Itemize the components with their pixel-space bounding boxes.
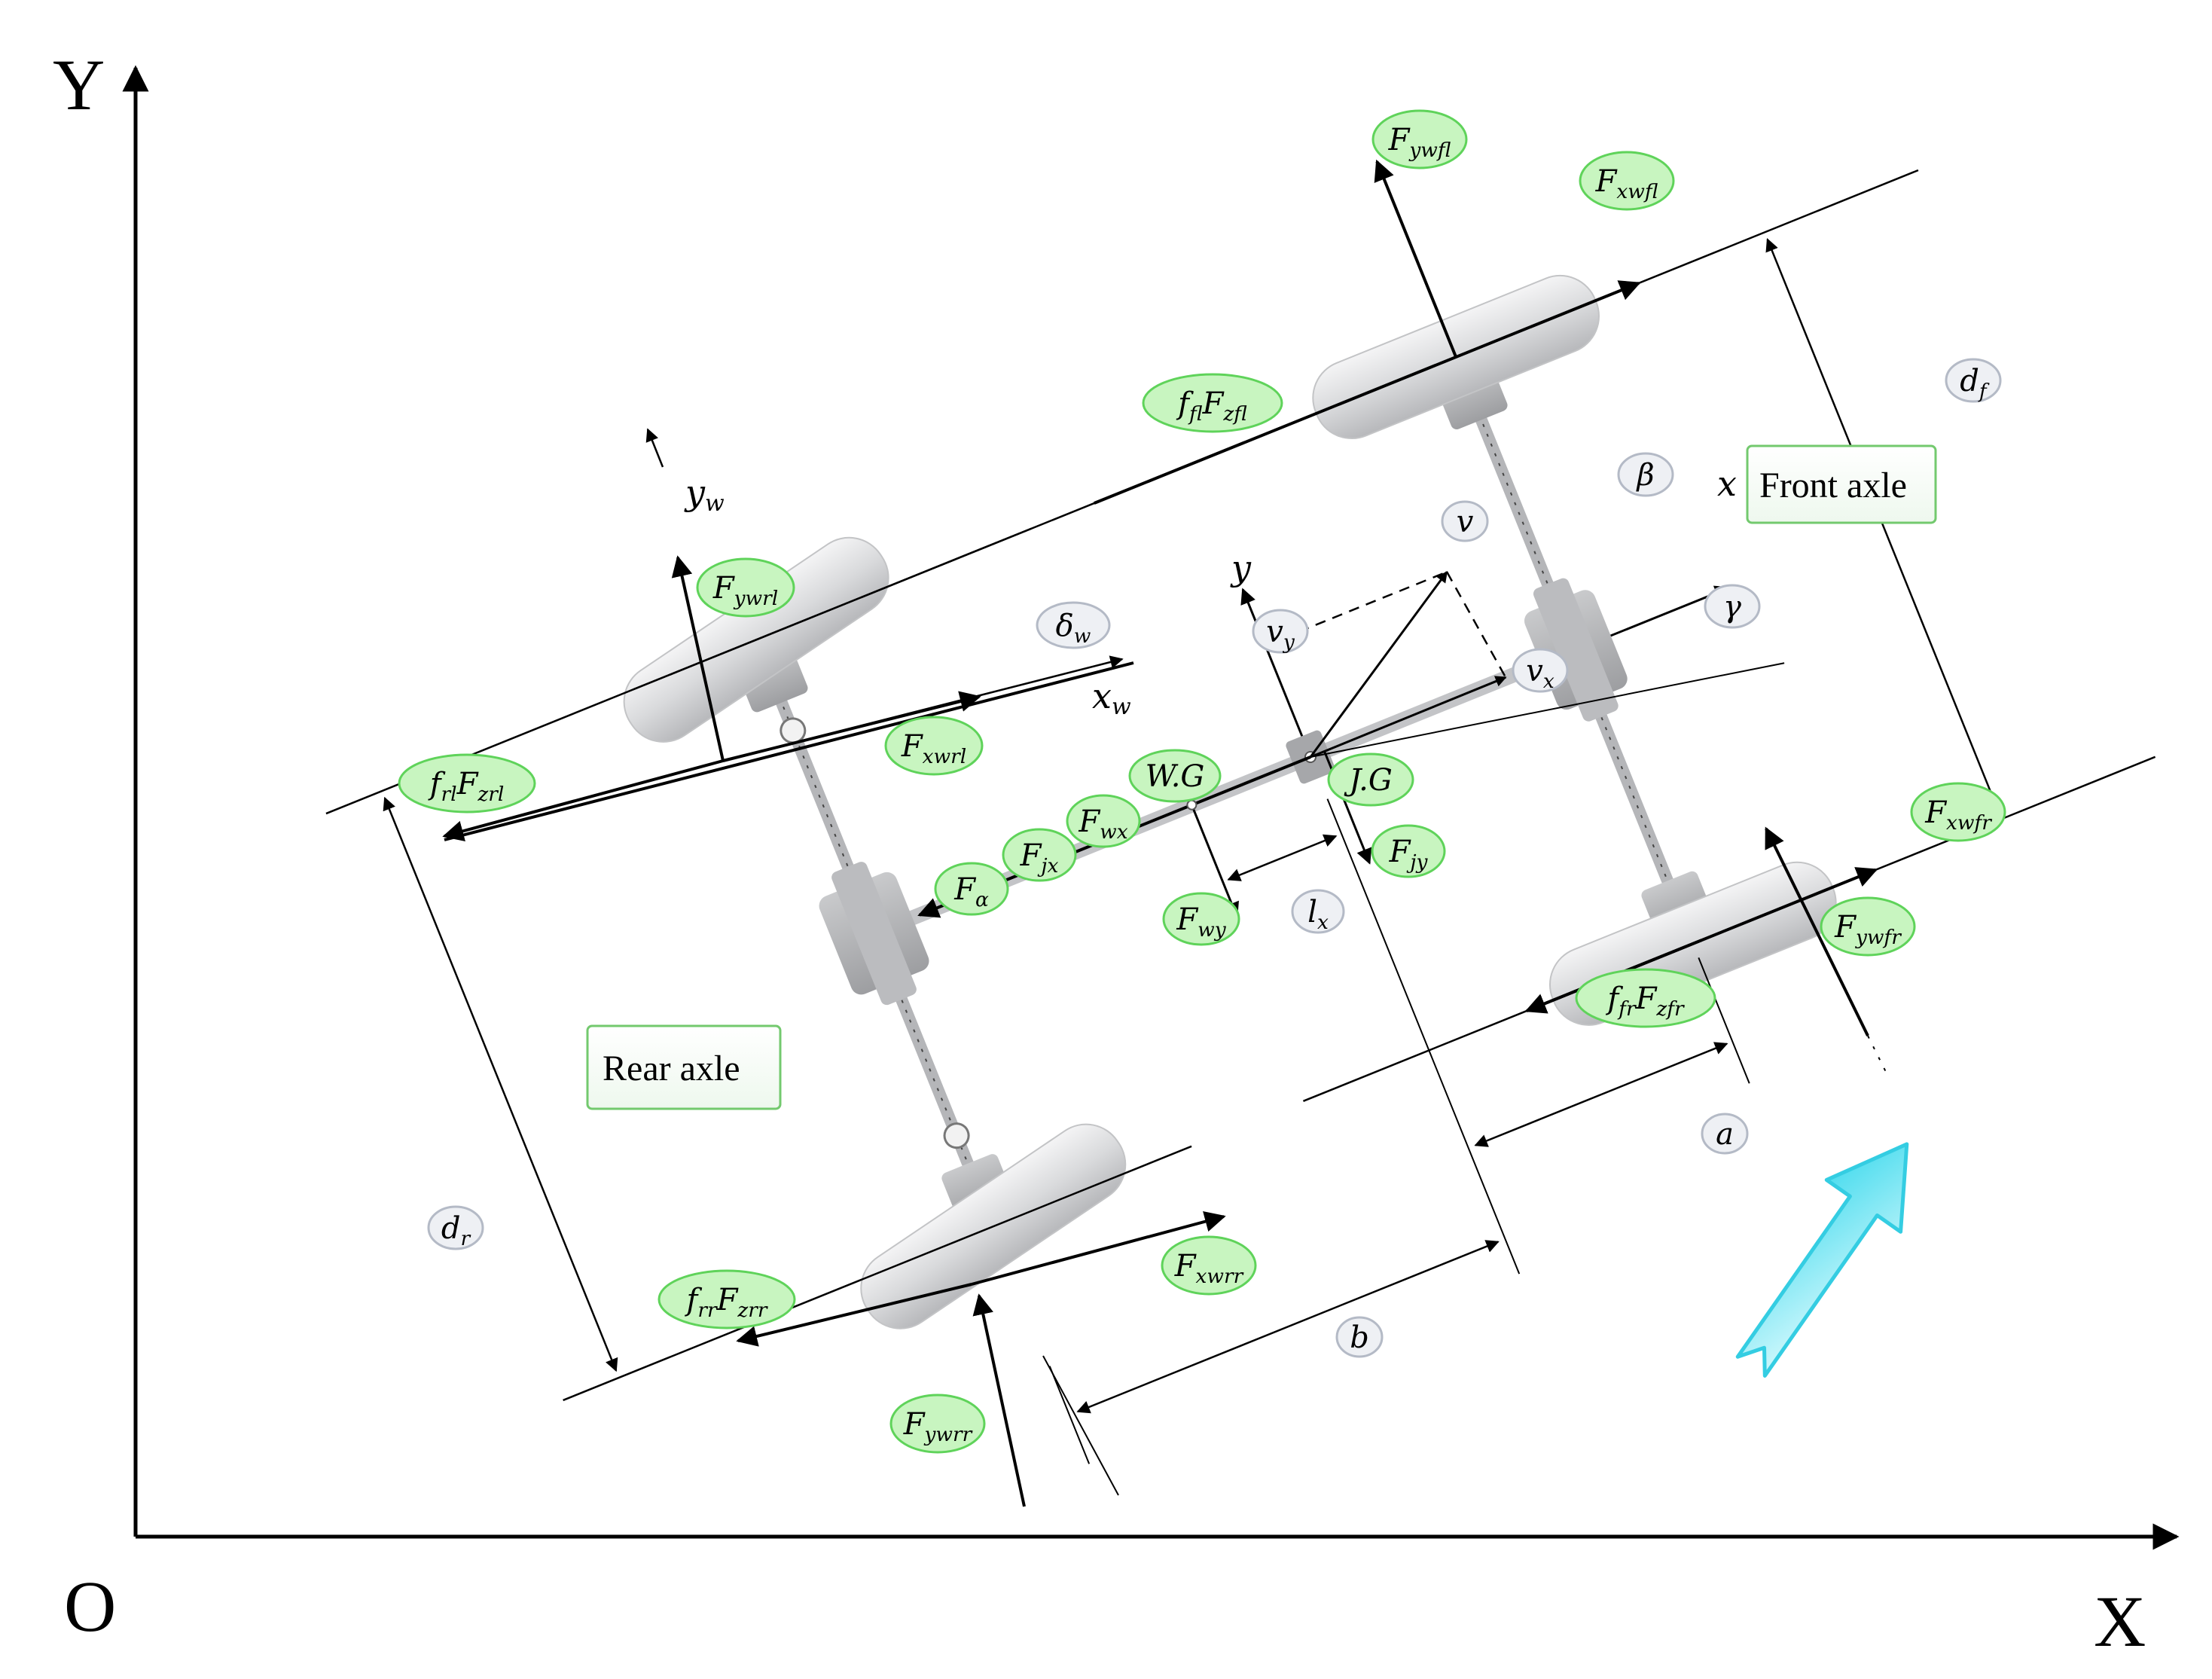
force-label-fjy: Fjy bbox=[1371, 824, 1446, 878]
dimension-label-vx: vx bbox=[1512, 648, 1569, 693]
dimension-label-v: v bbox=[1441, 500, 1489, 542]
body-x-label: x bbox=[1717, 463, 1737, 504]
svg-text:v: v bbox=[1457, 505, 1474, 539]
force-label-fwx: Fwx bbox=[1066, 794, 1141, 848]
dimension-labels: df dr a b lx β γ δw v vx vy bbox=[427, 358, 2002, 1358]
force-label-ffr_fzfr: ffrFzfr bbox=[1575, 968, 1716, 1028]
force-label-wg: W.G bbox=[1128, 749, 1222, 803]
xw-label: xw bbox=[1092, 676, 1131, 720]
svg-text:lx: lx bbox=[1307, 895, 1329, 934]
force-label-fywrr: Fywrr bbox=[889, 1394, 986, 1454]
force-label-fxwrr: Fxwrr bbox=[1161, 1235, 1257, 1296]
force-label-frr_fzrr: frrFzrr bbox=[657, 1269, 796, 1329]
wheel-front-left bbox=[1312, 274, 1600, 440]
velocity-vx bbox=[1310, 676, 1507, 759]
arrow-fwy bbox=[1190, 804, 1239, 918]
force-labels: FywflFxwflfflFzflFywrlFxwrlfrlFzrlFxwfrF… bbox=[398, 109, 2006, 1454]
svg-text:frlFzrl: frlFzrl bbox=[428, 767, 505, 806]
svg-text:ffrFzfr: ffrFzfr bbox=[1605, 981, 1685, 1021]
dimension-label-beta: β bbox=[1617, 452, 1674, 497]
dimension-label-b: b bbox=[1335, 1316, 1384, 1358]
body-y-label: y bbox=[1230, 548, 1252, 588]
rear-differential bbox=[819, 862, 929, 1006]
svg-text:b: b bbox=[1350, 1320, 1369, 1355]
dimension-label-lx: lx bbox=[1291, 889, 1345, 934]
svg-text:dr: dr bbox=[441, 1211, 471, 1250]
dimension-label-gamma: γ bbox=[1704, 584, 1761, 629]
dimension-label-delta_w: δw bbox=[1036, 601, 1111, 649]
force-label-falpha: Fα bbox=[934, 862, 1009, 916]
force-label-frl_fzrl: frlFzrl bbox=[398, 753, 536, 814]
wheel-rear-right bbox=[860, 1122, 1127, 1329]
force-label-fwy: Fwy bbox=[1162, 892, 1240, 946]
global-axes: Y X O bbox=[53, 44, 2180, 1662]
svg-text:δw: δw bbox=[1056, 609, 1091, 648]
yw-label: yw bbox=[684, 472, 725, 517]
force-label-ffl_fzfl: fflFzfl bbox=[1142, 373, 1283, 433]
svg-text:W.G: W.G bbox=[1146, 759, 1205, 794]
x-axis-label: X bbox=[2094, 1581, 2146, 1662]
arrow-fywfl bbox=[1374, 159, 1457, 358]
svg-text:Fxwfr: Fxwfr bbox=[1924, 795, 1992, 835]
dimension-label-vy: vy bbox=[1252, 609, 1309, 654]
svg-text:df: df bbox=[1960, 364, 1990, 403]
svg-text:a: a bbox=[1716, 1117, 1734, 1152]
svg-text:Fwx: Fwx bbox=[1078, 804, 1127, 844]
svg-text:Fywfr: Fywfr bbox=[1834, 910, 1902, 949]
svg-text:J.G: J.G bbox=[1344, 763, 1393, 798]
dimension-label-dr: dr bbox=[427, 1205, 484, 1250]
dimension-label-a: a bbox=[1701, 1113, 1749, 1155]
svg-text:Fα: Fα bbox=[953, 872, 989, 911]
rear-axle-box: Rear axle bbox=[586, 1024, 782, 1110]
body-y-axis bbox=[1240, 588, 1312, 758]
direction-arrow bbox=[1735, 1142, 1909, 1378]
force-label-fywrl: Fywrl bbox=[696, 557, 795, 618]
rear-axle-label: Rear axle bbox=[603, 1049, 740, 1088]
force-label-fxwfl: Fxwfl bbox=[1579, 151, 1675, 211]
front-axle-box: Front axle bbox=[1746, 444, 1937, 524]
force-label-fywfl: Fywfl bbox=[1371, 109, 1468, 169]
svg-text:Fwy: Fwy bbox=[1176, 902, 1226, 942]
svg-text:Fxwfl: Fxwfl bbox=[1595, 164, 1658, 203]
force-label-fxwrl: Fxwrl bbox=[884, 716, 984, 776]
svg-text:Fywfl: Fywfl bbox=[1388, 123, 1451, 162]
origin-label: O bbox=[64, 1566, 116, 1647]
force-label-fxwfr: Fxwfr bbox=[1910, 782, 2006, 842]
svg-text:Fywrr: Fywrr bbox=[903, 1407, 973, 1446]
velocity-v bbox=[1309, 571, 1448, 758]
svg-text:γ: γ bbox=[1723, 590, 1741, 624]
force-label-fywfr: Fywfr bbox=[1820, 896, 1916, 957]
svg-text:vx: vx bbox=[1526, 654, 1555, 693]
svg-text:Fxwrl: Fxwrl bbox=[901, 729, 966, 768]
svg-text:Fjy: Fjy bbox=[1389, 835, 1429, 874]
svg-text:β: β bbox=[1635, 458, 1654, 493]
force-label-fjx: Fjx bbox=[1002, 828, 1077, 882]
rear-wheel-arrows bbox=[442, 428, 1887, 1507]
dimension-label-df: df bbox=[1945, 358, 2002, 403]
svg-text:vy: vy bbox=[1266, 615, 1295, 654]
svg-text:Fxwrr: Fxwrr bbox=[1174, 1249, 1244, 1288]
svg-text:Fywrl: Fywrl bbox=[712, 571, 778, 610]
svg-text:Fjx: Fjx bbox=[1020, 838, 1059, 878]
y-axis-label: Y bbox=[53, 44, 105, 125]
front-axle-label: Front axle bbox=[1759, 466, 1907, 505]
force-label-jg: J.G bbox=[1327, 752, 1414, 807]
